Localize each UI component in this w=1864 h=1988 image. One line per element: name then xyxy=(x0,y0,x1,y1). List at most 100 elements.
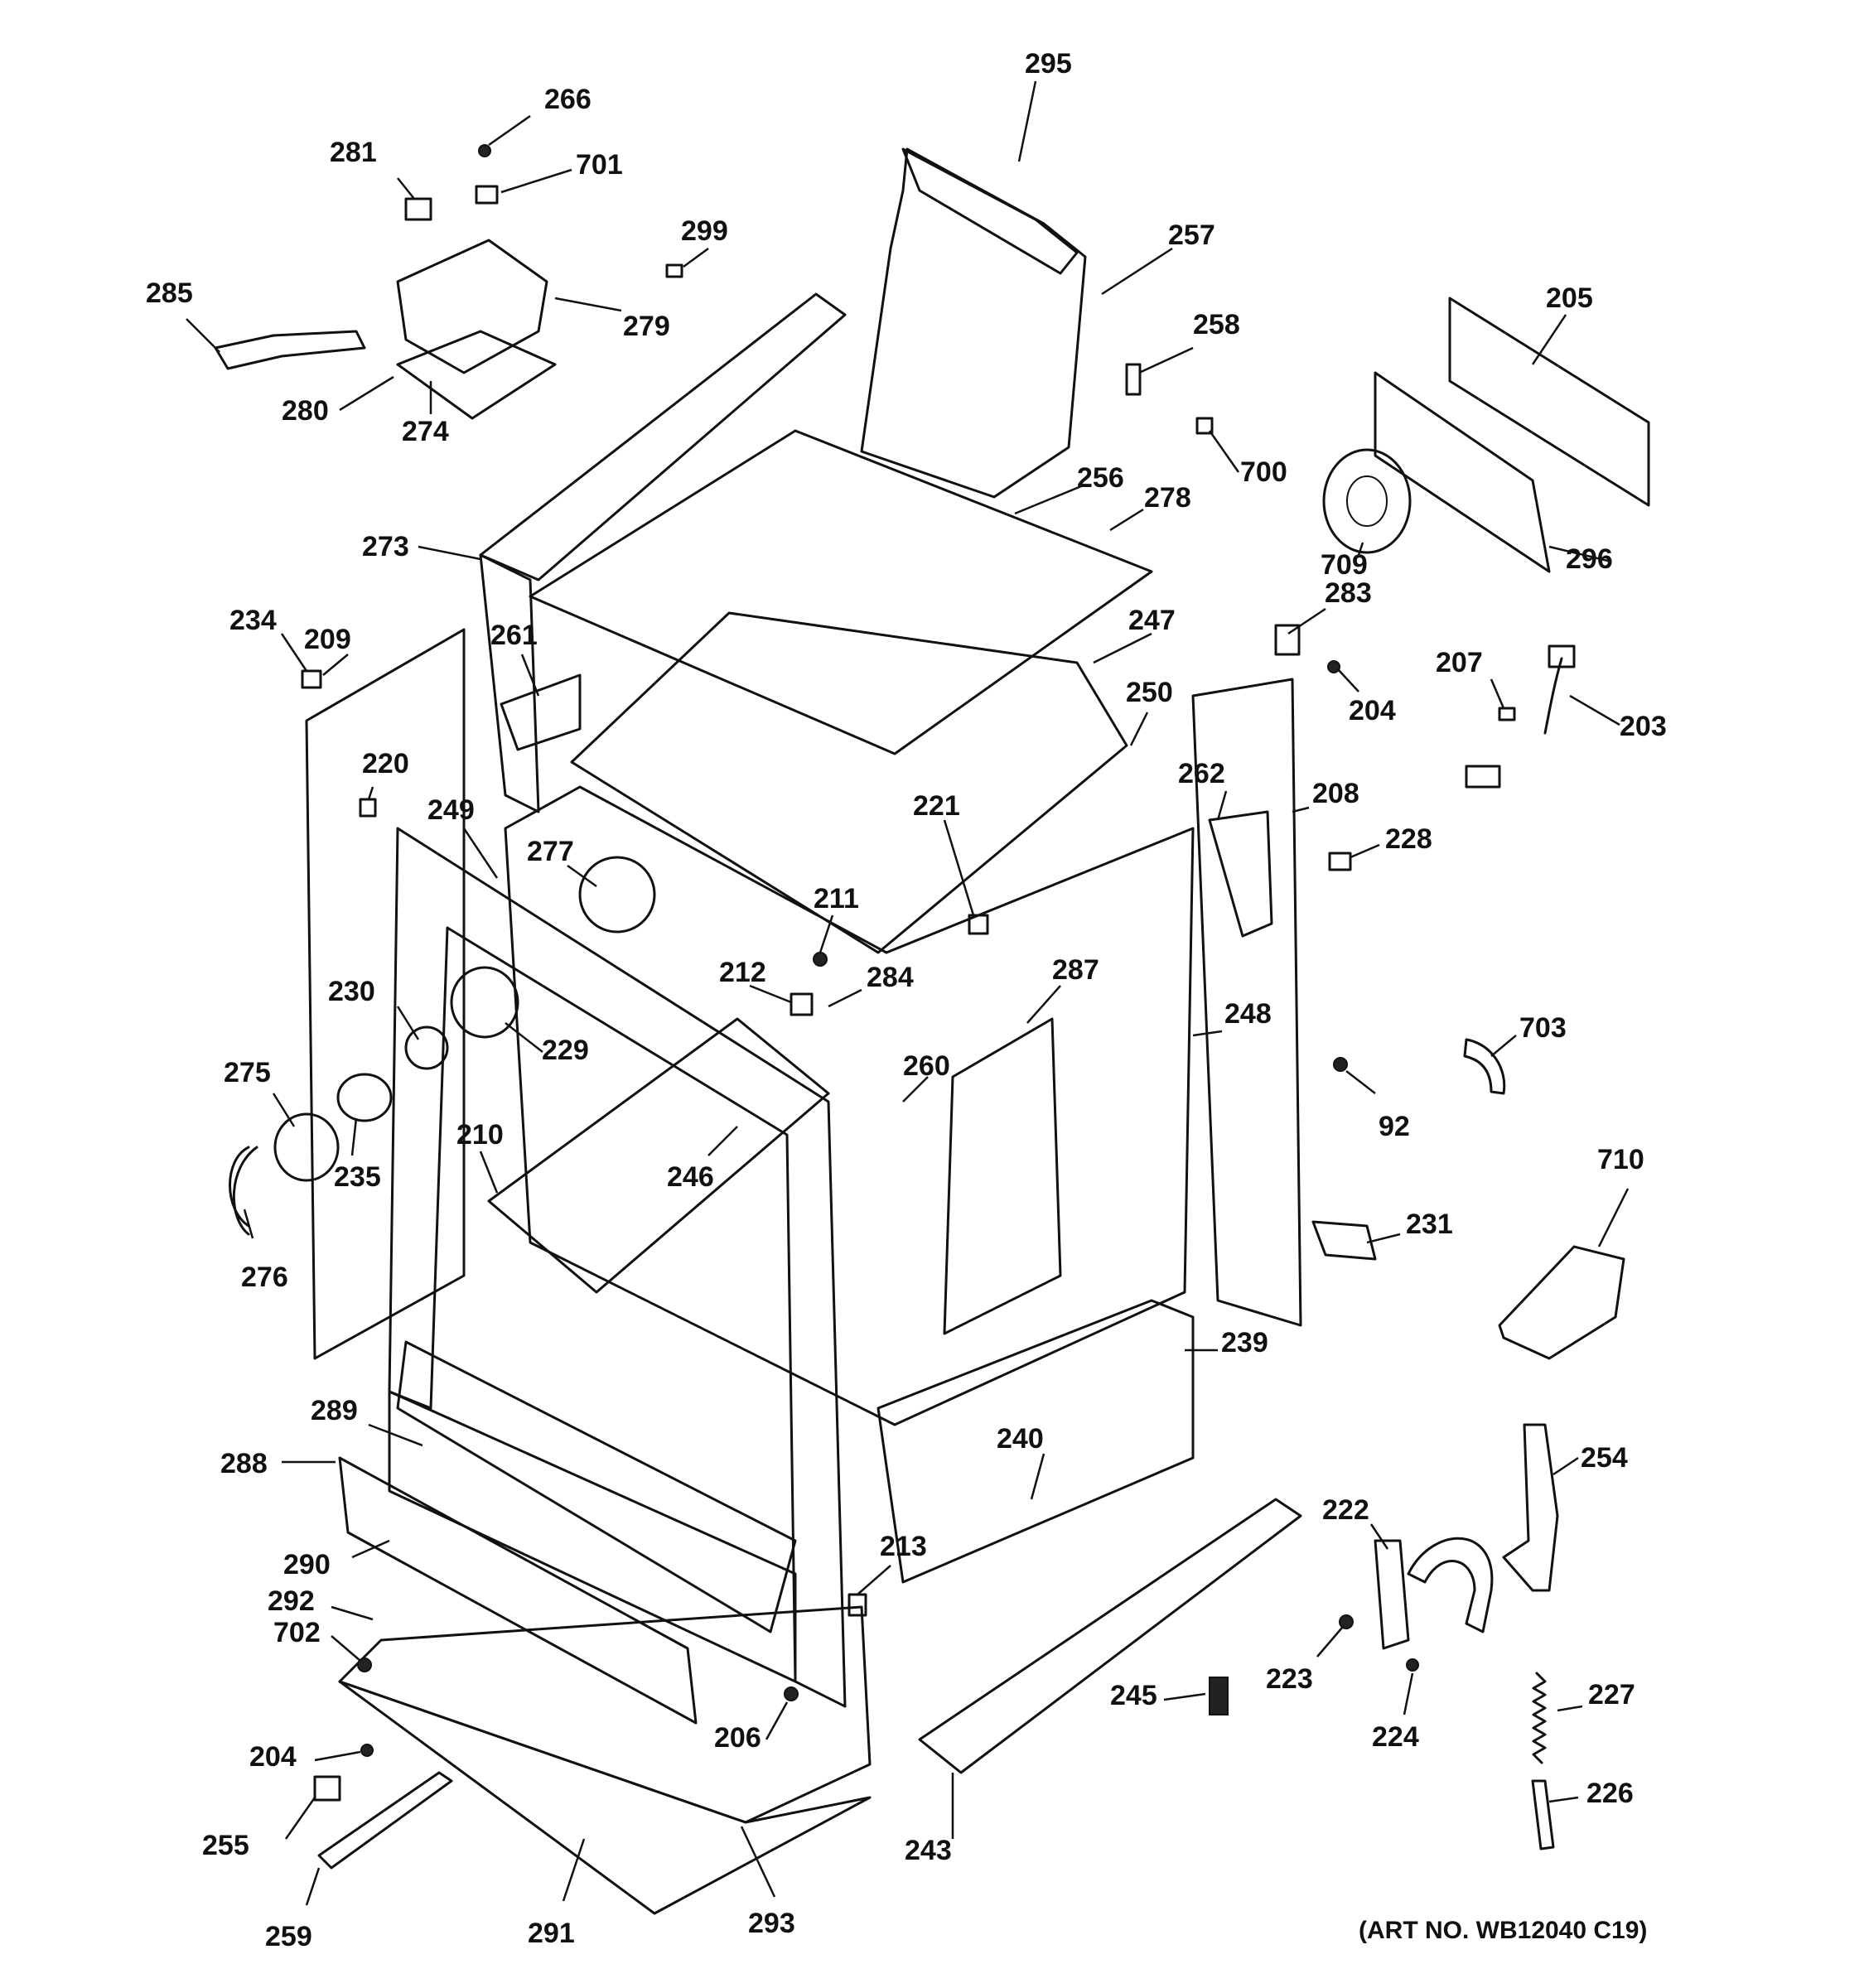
callout-label: 700 xyxy=(1240,456,1287,488)
rear-bracket-205-part xyxy=(1448,297,1650,507)
callout-label: 213 xyxy=(880,1531,927,1562)
callout-label: 255 xyxy=(202,1830,249,1861)
broiler-drawer-panel-part xyxy=(396,1340,797,1633)
terminal-block-part xyxy=(1465,765,1501,789)
callout-label: 247 xyxy=(1128,605,1176,636)
light-lens-part xyxy=(273,1112,340,1182)
screw-204-top xyxy=(1327,660,1340,673)
screw-204-bottom xyxy=(360,1744,374,1757)
door-latch-assembly-part xyxy=(396,239,548,374)
callout-label: 281 xyxy=(330,137,377,168)
callout-label: 239 xyxy=(1221,1327,1268,1358)
callout-label: 220 xyxy=(362,748,409,779)
callout-label: 277 xyxy=(527,836,574,867)
callout-label: 259 xyxy=(265,1921,312,1952)
callout-label: 285 xyxy=(146,277,193,309)
callout-label: 702 xyxy=(273,1617,321,1648)
bracket-231-part xyxy=(1311,1220,1377,1261)
callout-label: 284 xyxy=(867,962,914,993)
callout-label: 204 xyxy=(1349,695,1396,726)
clip-283 xyxy=(1274,624,1301,656)
callout-label: 246 xyxy=(667,1161,714,1193)
callout-label: 291 xyxy=(528,1918,575,1949)
callout-label: 226 xyxy=(1586,1778,1634,1809)
callout-label: 228 xyxy=(1385,823,1432,855)
latch-base-plate-part xyxy=(396,330,557,420)
callout-label: 240 xyxy=(997,1423,1044,1455)
clip-207 xyxy=(1498,707,1516,721)
clip-701 xyxy=(475,185,499,205)
oven-window-part xyxy=(487,1017,830,1294)
callout-label: 283 xyxy=(1325,577,1372,609)
callout-label: 275 xyxy=(224,1057,271,1088)
callout-label: 262 xyxy=(1178,758,1225,789)
lens-retainer-wire-part xyxy=(229,1146,258,1236)
callout-label: 295 xyxy=(1025,48,1072,80)
switch-281 xyxy=(404,197,432,221)
clip-700 xyxy=(1195,417,1214,435)
callout-label: 223 xyxy=(1266,1663,1313,1695)
callout-label: 254 xyxy=(1581,1442,1628,1474)
callout-label: 231 xyxy=(1406,1209,1453,1240)
small-fasteners xyxy=(301,144,1516,1802)
lower-chassis-part xyxy=(876,1299,1195,1584)
manifold-part xyxy=(918,1498,1302,1774)
pressure-regulator-part xyxy=(1209,1677,1229,1715)
clip-213 xyxy=(847,1593,867,1617)
clip-228 xyxy=(1328,852,1352,871)
power-plug-part xyxy=(1548,644,1576,668)
door-hinge-part xyxy=(1502,1423,1559,1592)
callout-label: 234 xyxy=(229,605,277,636)
callout-label: 204 xyxy=(249,1741,297,1773)
lower-front-panel-part xyxy=(338,1456,698,1725)
callout-label: 212 xyxy=(719,957,766,988)
callout-label: 207 xyxy=(1436,647,1483,678)
callout-label: 248 xyxy=(1224,998,1272,1030)
bottom-tray-part xyxy=(338,1605,872,1824)
screw-702 xyxy=(357,1657,372,1672)
callout-label: 206 xyxy=(714,1722,761,1754)
light-bulb-part xyxy=(336,1073,393,1122)
callout-label: 222 xyxy=(1322,1494,1369,1526)
screw-206 xyxy=(784,1686,799,1701)
screw-266 xyxy=(478,144,491,157)
insulation-261-part xyxy=(500,673,582,751)
callout-label: 274 xyxy=(402,416,449,447)
callout-label: 229 xyxy=(542,1035,589,1066)
callout-label: 243 xyxy=(905,1835,952,1866)
side-trim-part xyxy=(479,292,847,581)
callout-label: 293 xyxy=(748,1908,795,1939)
callout-label: 260 xyxy=(903,1050,950,1082)
grommet-234 xyxy=(301,669,322,689)
callout-label: 299 xyxy=(681,215,728,247)
screw-223 xyxy=(1339,1614,1354,1629)
right-side-rail-part xyxy=(1191,678,1302,1327)
top-panel-part xyxy=(529,429,1153,755)
callout-label: 92 xyxy=(1379,1111,1410,1142)
front-frame-lower-part xyxy=(388,1390,797,1683)
callout-label: 709 xyxy=(1321,549,1368,581)
hinge-spring-part xyxy=(1532,1672,1547,1764)
callout-label: 266 xyxy=(544,84,592,115)
callout-label: 273 xyxy=(362,531,409,562)
clip-212 xyxy=(790,992,814,1016)
callout-label: 278 xyxy=(1144,482,1191,514)
bracket-710-part xyxy=(1498,1245,1625,1360)
hinge-hook-part xyxy=(1407,1537,1494,1633)
art-number: (ART NO. WB12040 C19) xyxy=(1359,1917,1647,1944)
callout-label: 296 xyxy=(1566,543,1613,575)
callout-label: 209 xyxy=(304,624,351,655)
screw-224 xyxy=(1406,1658,1419,1672)
light-gasket-part xyxy=(450,966,519,1039)
callout-label: 203 xyxy=(1620,711,1667,742)
callout-label: 701 xyxy=(576,149,623,181)
callout-label: 235 xyxy=(334,1161,381,1193)
front-frame-part xyxy=(388,827,847,1708)
vent-duct-part xyxy=(860,147,1087,499)
callout-label: 250 xyxy=(1126,677,1173,708)
callout-label: 703 xyxy=(1519,1012,1567,1044)
callout-label: 290 xyxy=(283,1549,331,1580)
callout-label: 292 xyxy=(268,1585,315,1617)
callout-label: 261 xyxy=(490,620,538,651)
callout-label: 257 xyxy=(1168,220,1215,251)
